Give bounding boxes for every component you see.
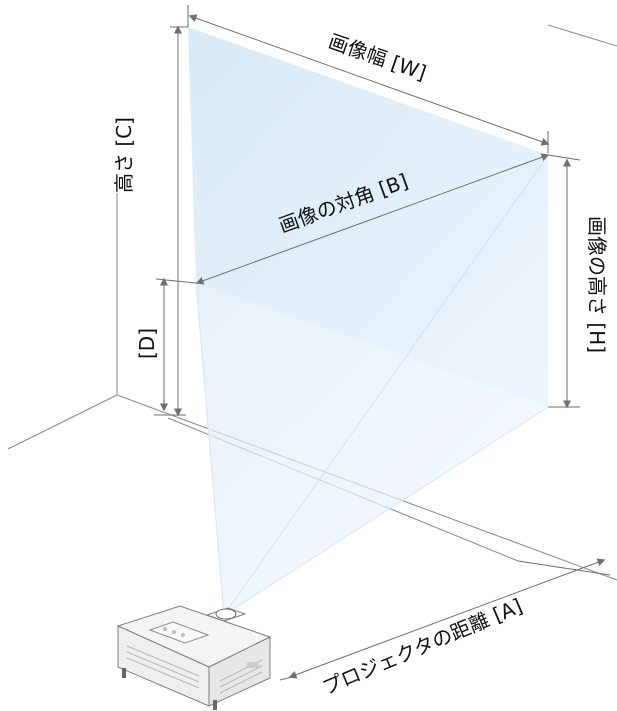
- screen-group: [188, 27, 549, 616]
- beam-edge-right: [223, 406, 549, 616]
- projector-vent-2: [126, 651, 200, 683]
- width-arrow: [188, 14, 550, 146]
- projector-foot-left: [122, 668, 126, 678]
- wall-top-right: [547, 24, 617, 47]
- measurement-lines: [154, 5, 611, 681]
- projection-beam: [196, 283, 548, 615]
- label-image-height: 画像の高さ [H]: [585, 216, 609, 353]
- projector-foot-right: [213, 700, 217, 710]
- projector-vent-1: [126, 645, 200, 677]
- distance-guide-bottom: [279, 675, 297, 681]
- image-height-top-tick: [547, 154, 581, 161]
- distance-guide-right: [517, 560, 611, 576]
- label-offset-d: [D]: [135, 328, 159, 359]
- diagonal-arrow: [195, 153, 550, 285]
- offset-top-tick: [155, 278, 197, 284]
- beam-edge-left: [195, 282, 225, 616]
- projector-button-1: [163, 627, 167, 631]
- label-projector-distance: プロジェクタの距離 [A]: [319, 594, 526, 700]
- distance-arrow: [288, 558, 606, 679]
- projector-logo: [247, 662, 259, 668]
- projector-icon: [116, 605, 272, 710]
- projector-button-3: [181, 633, 185, 637]
- floor-line-left: [7, 394, 118, 450]
- projector-vent-5: [219, 665, 263, 688]
- projector-vent-3: [126, 657, 200, 689]
- label-height-c: 高さ [C]: [112, 117, 136, 193]
- projector-button-2: [172, 630, 176, 634]
- projector-lens: [215, 608, 237, 620]
- label-image-width: 画像幅 [W]: [325, 29, 429, 85]
- projector-vent-6: [219, 671, 263, 694]
